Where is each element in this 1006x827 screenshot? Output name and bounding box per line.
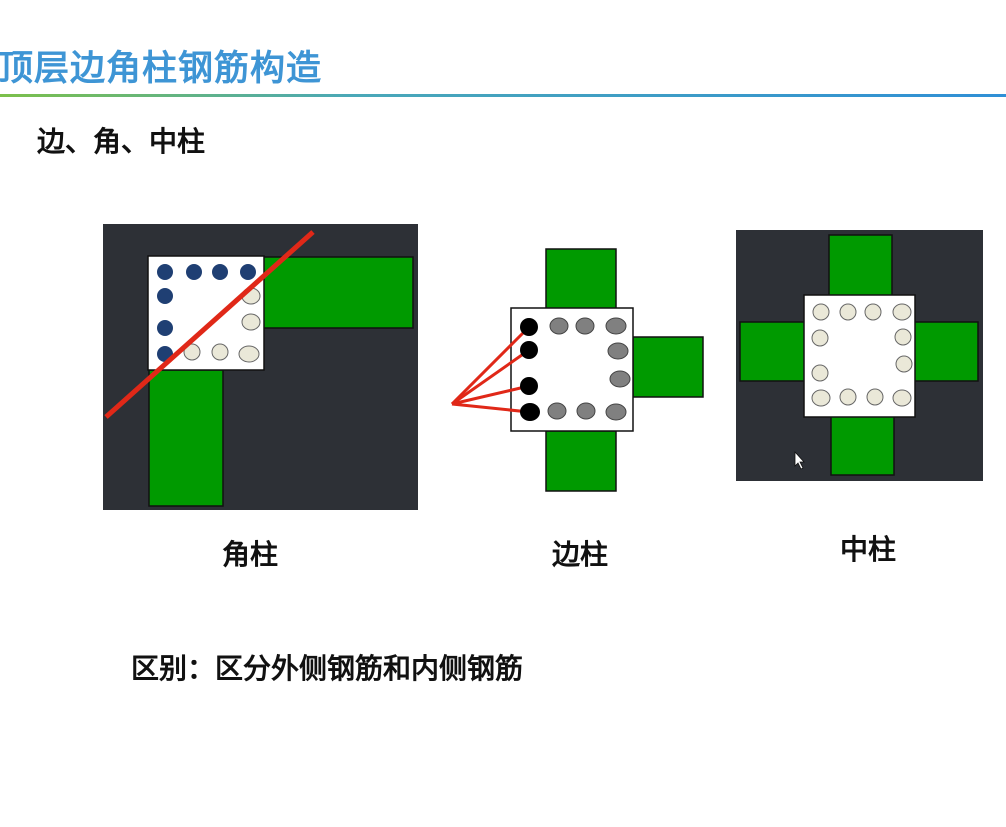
rebar-inner <box>238 345 260 363</box>
rebar <box>895 355 913 373</box>
rebar <box>839 388 857 406</box>
beam-bottom <box>545 430 617 492</box>
rebar-outer <box>157 264 173 280</box>
rebars <box>811 303 913 407</box>
middle-column-figure <box>736 230 983 481</box>
beam-top <box>828 234 893 298</box>
rebar-outer <box>157 288 173 304</box>
rebar <box>894 328 912 346</box>
rebar-outer <box>520 403 540 421</box>
rebar-inner <box>607 342 629 360</box>
inner-rebars <box>183 287 261 363</box>
beam-bottom <box>148 369 224 507</box>
rebar-inner <box>183 343 201 361</box>
rebar-outer <box>212 264 228 280</box>
rebar-inner <box>549 317 569 335</box>
rebar-inner <box>576 402 596 420</box>
rebar-inner <box>547 402 567 420</box>
rebar-inner <box>609 370 631 388</box>
outer-rebars <box>520 318 540 421</box>
rebar-inner <box>575 317 595 335</box>
edge-column-caption: 边柱 <box>552 538 609 571</box>
rebar-outer <box>157 320 173 336</box>
rebar <box>811 389 831 407</box>
rebar <box>866 388 884 406</box>
section-subtitle: 边、角、中柱 <box>37 125 206 158</box>
rebar-inner <box>605 403 627 421</box>
rebar <box>892 389 912 407</box>
inner-rebars <box>547 317 631 421</box>
beam-right <box>262 256 414 329</box>
rebar-inner <box>605 317 627 335</box>
outer-rebars <box>157 264 256 362</box>
rebar <box>812 303 830 321</box>
corner-column-caption: 角柱 <box>222 538 279 571</box>
middle-column-caption: 中柱 <box>840 533 897 566</box>
rebar-outer <box>186 264 202 280</box>
rebar <box>892 303 912 321</box>
rebar-inner <box>211 343 229 361</box>
rebar-outer <box>520 377 538 395</box>
edge-column-figure <box>450 248 704 492</box>
beam-left <box>739 321 806 382</box>
rebar-outer <box>240 264 256 280</box>
corner-column-figure <box>103 224 418 510</box>
page-title: 顶层边角柱钢筋构造 <box>0 49 323 89</box>
rebar <box>811 329 829 347</box>
mouse-cursor-icon <box>794 450 805 470</box>
annotation-lines <box>450 325 531 414</box>
rebar-outer <box>520 318 538 336</box>
rebar-outer <box>520 341 538 359</box>
rebar-inner <box>241 313 261 331</box>
title-underline <box>0 94 1006 97</box>
diagonal-divider-line <box>104 230 315 419</box>
beam-right <box>913 321 979 382</box>
rebar <box>864 303 882 321</box>
rebar <box>811 364 829 382</box>
beam-top <box>545 248 617 310</box>
beam-bottom <box>830 414 895 476</box>
beam-right <box>632 336 704 398</box>
rebar <box>839 303 857 321</box>
difference-note: 区别：区分外侧钢筋和内侧钢筋 <box>131 652 524 685</box>
